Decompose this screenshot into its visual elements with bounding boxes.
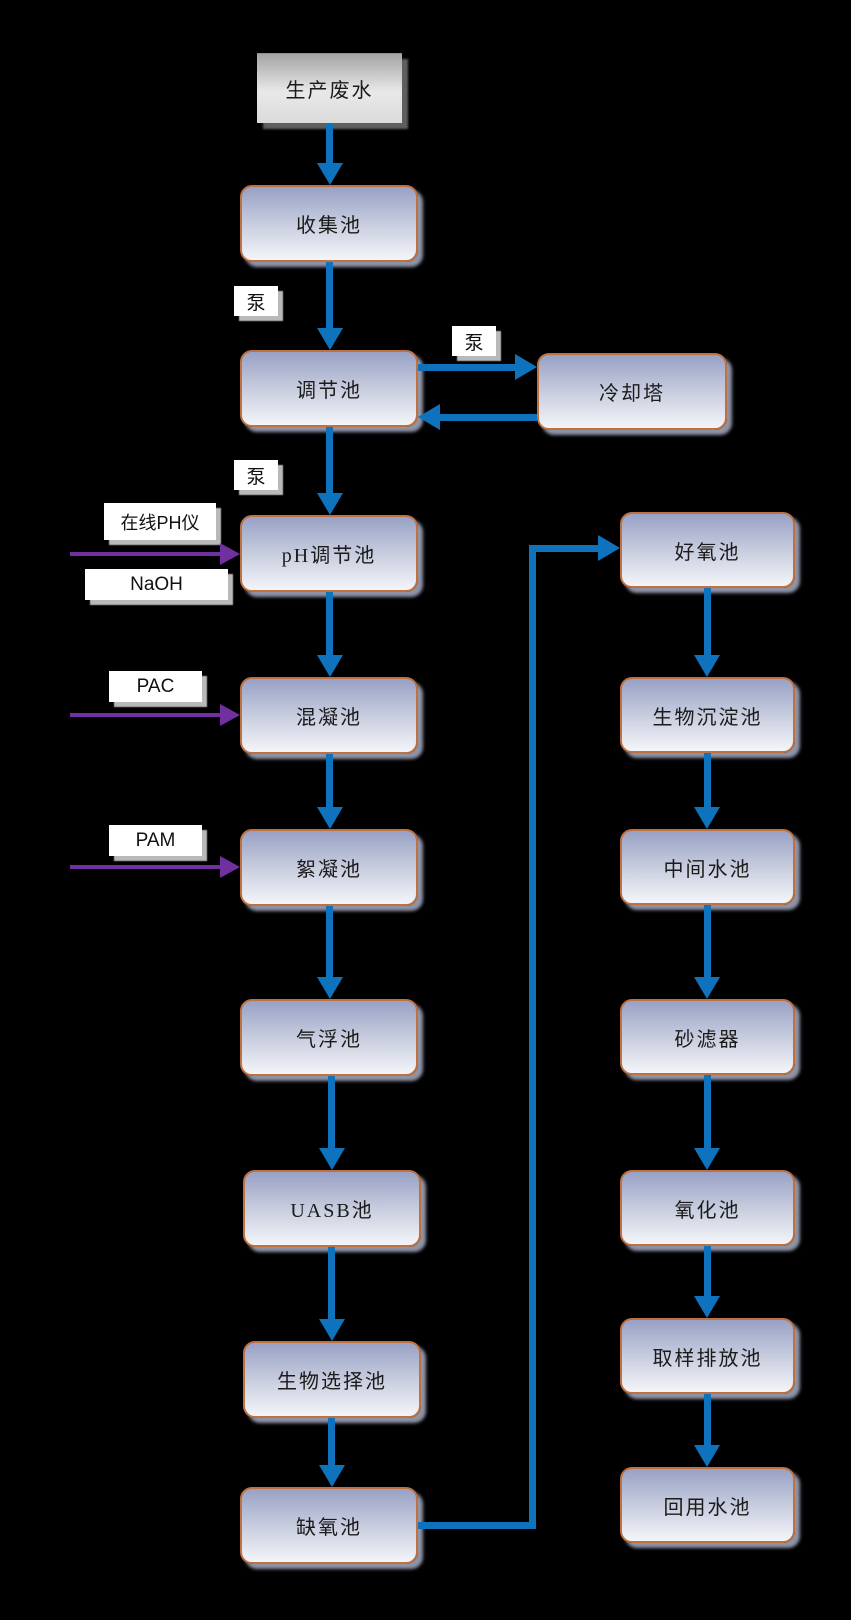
arrowhead-pac-dosing: [220, 704, 240, 726]
tag-pump-2: 泵: [452, 326, 496, 356]
tag-label: 泵: [246, 292, 266, 314]
arrow-collection-to-regulation: [326, 262, 333, 328]
node-intermediate-pool: 中间水池: [620, 829, 795, 905]
arrow-oxidation-to-sampling: [704, 1246, 711, 1296]
tag-pac: PAC: [109, 671, 202, 702]
tag-label: 泵: [246, 466, 266, 488]
node-label: 缺氧池: [296, 1517, 362, 1539]
node-label: 混凝池: [296, 707, 362, 729]
node-oxidation-pool: 氧化池: [620, 1170, 795, 1246]
arrow-uasb-to-bio-selection: [328, 1247, 335, 1319]
tag-label: PAC: [136, 675, 175, 697]
tag-pump-1: 泵: [234, 286, 278, 316]
node-label: UASB池: [290, 1200, 374, 1222]
node-label: 氧化池: [674, 1199, 741, 1222]
node-label: 中间水池: [663, 858, 752, 881]
arrow-aerobic-to-bio-sedimentation: [704, 588, 711, 655]
arrowhead-sampling-to-reuse: [694, 1445, 720, 1467]
node-anoxic-pool: 缺氧池: [240, 1487, 418, 1564]
arrowhead-bio-selection-to-anoxic: [319, 1465, 345, 1487]
arrow-sampling-to-reuse: [704, 1394, 711, 1445]
tag-pam: PAM: [109, 825, 202, 856]
arrow-bio-sedimentation-to-intermediate: [704, 753, 711, 807]
arrowhead-naoh-dosing: [220, 543, 240, 565]
arrow-regulation-to-cooling: [418, 364, 515, 371]
node-label: 取样排放池: [652, 1347, 763, 1370]
arrow-source-to-collection: [326, 123, 333, 163]
arrowhead-collection-to-regulation: [317, 328, 343, 350]
node-label: 冷却塔: [599, 383, 665, 405]
node-production-wastewater: 生产废水: [257, 53, 402, 123]
arrowhead-oxidation-to-sampling: [694, 1296, 720, 1318]
node-cooling-tower: 冷却塔: [537, 353, 727, 430]
arrowhead-sand-filter-to-oxidation: [694, 1148, 720, 1170]
arrow-ph-to-coagulation: [326, 592, 333, 655]
node-label: 生产废水: [285, 80, 374, 102]
tag-label: NaOH: [130, 573, 183, 595]
tag-label: 泵: [464, 332, 484, 354]
arrow-pam-dosing: [70, 865, 220, 869]
arrowhead-flocculation-to-air-flotation: [317, 977, 343, 999]
node-ph-adjustment-pool: pH调节池: [240, 515, 418, 592]
tag-online-ph-meter: 在线PH仪: [104, 503, 216, 540]
node-label: 生物沉淀池: [652, 706, 763, 729]
node-aerobic-pool: 好氧池: [620, 512, 795, 588]
node-sampling-discharge-pool: 取样排放池: [620, 1318, 795, 1394]
node-uasb-pool: UASB池: [243, 1170, 421, 1247]
node-bio-selection-pool: 生物选择池: [243, 1341, 421, 1418]
arrowhead-intermediate-to-sand-filter: [694, 977, 720, 999]
arrowhead-source-to-collection: [317, 163, 343, 185]
node-bio-sedimentation-pool: 生物沉淀池: [620, 677, 795, 753]
node-flocculation-pool: 絮凝池: [240, 829, 418, 906]
arrowhead-regulation-to-cooling: [515, 354, 537, 380]
node-coagulation-pool: 混凝池: [240, 677, 418, 754]
node-label: 收集池: [296, 215, 362, 237]
arrow-sand-filter-to-oxidation: [704, 1075, 711, 1148]
node-label: pH调节池: [281, 545, 377, 567]
node-label: 气浮池: [296, 1029, 362, 1051]
arrow-coagulation-to-flocculation: [326, 754, 333, 807]
arrow-anoxic-riser: [529, 545, 536, 1529]
node-regulation-pool: 调节池: [240, 350, 418, 427]
node-label: 生物选择池: [277, 1371, 387, 1393]
arrowhead-air-flotation-to-uasb: [319, 1148, 345, 1170]
arrow-bio-selection-to-anoxic: [328, 1418, 335, 1465]
node-label: 好氧池: [674, 541, 741, 564]
tag-pump-3: 泵: [234, 460, 278, 490]
node-label: 砂滤器: [674, 1028, 741, 1051]
arrowhead-pam-dosing: [220, 856, 240, 878]
arrowhead-regulation-to-ph: [317, 493, 343, 515]
arrow-flocculation-to-air-flotation: [326, 906, 333, 977]
arrowhead-cooling-to-regulation: [418, 404, 440, 430]
arrowhead-anoxic-to-aerobic: [598, 535, 620, 561]
arrow-anoxic-riser-top: [529, 545, 598, 552]
arrowhead-ph-to-coagulation: [317, 655, 343, 677]
arrowhead-bio-sedimentation-to-intermediate: [694, 807, 720, 829]
tag-naoh: NaOH: [85, 569, 228, 600]
arrow-cooling-to-regulation: [440, 414, 537, 421]
tag-label: 在线PH仪: [120, 512, 200, 533]
arrow-intermediate-to-sand-filter: [704, 905, 711, 977]
node-sand-filter: 砂滤器: [620, 999, 795, 1075]
tag-label: PAM: [135, 829, 176, 851]
node-label: 调节池: [296, 380, 362, 402]
arrowhead-aerobic-to-bio-sedimentation: [694, 655, 720, 677]
arrow-air-flotation-to-uasb: [328, 1076, 335, 1148]
arrow-pac-dosing: [70, 713, 220, 717]
node-collection-pool: 收集池: [240, 185, 418, 262]
node-label: 回用水池: [663, 1496, 752, 1519]
arrowhead-uasb-to-bio-selection: [319, 1319, 345, 1341]
arrowhead-coagulation-to-flocculation: [317, 807, 343, 829]
node-label: 絮凝池: [296, 859, 362, 881]
arrow-naoh-dosing: [70, 552, 220, 556]
arrow-regulation-to-ph: [326, 427, 333, 493]
node-reuse-pool: 回用水池: [620, 1467, 795, 1543]
arrow-anoxic-riser-bottom: [418, 1522, 536, 1529]
node-air-flotation-pool: 气浮池: [240, 999, 418, 1076]
